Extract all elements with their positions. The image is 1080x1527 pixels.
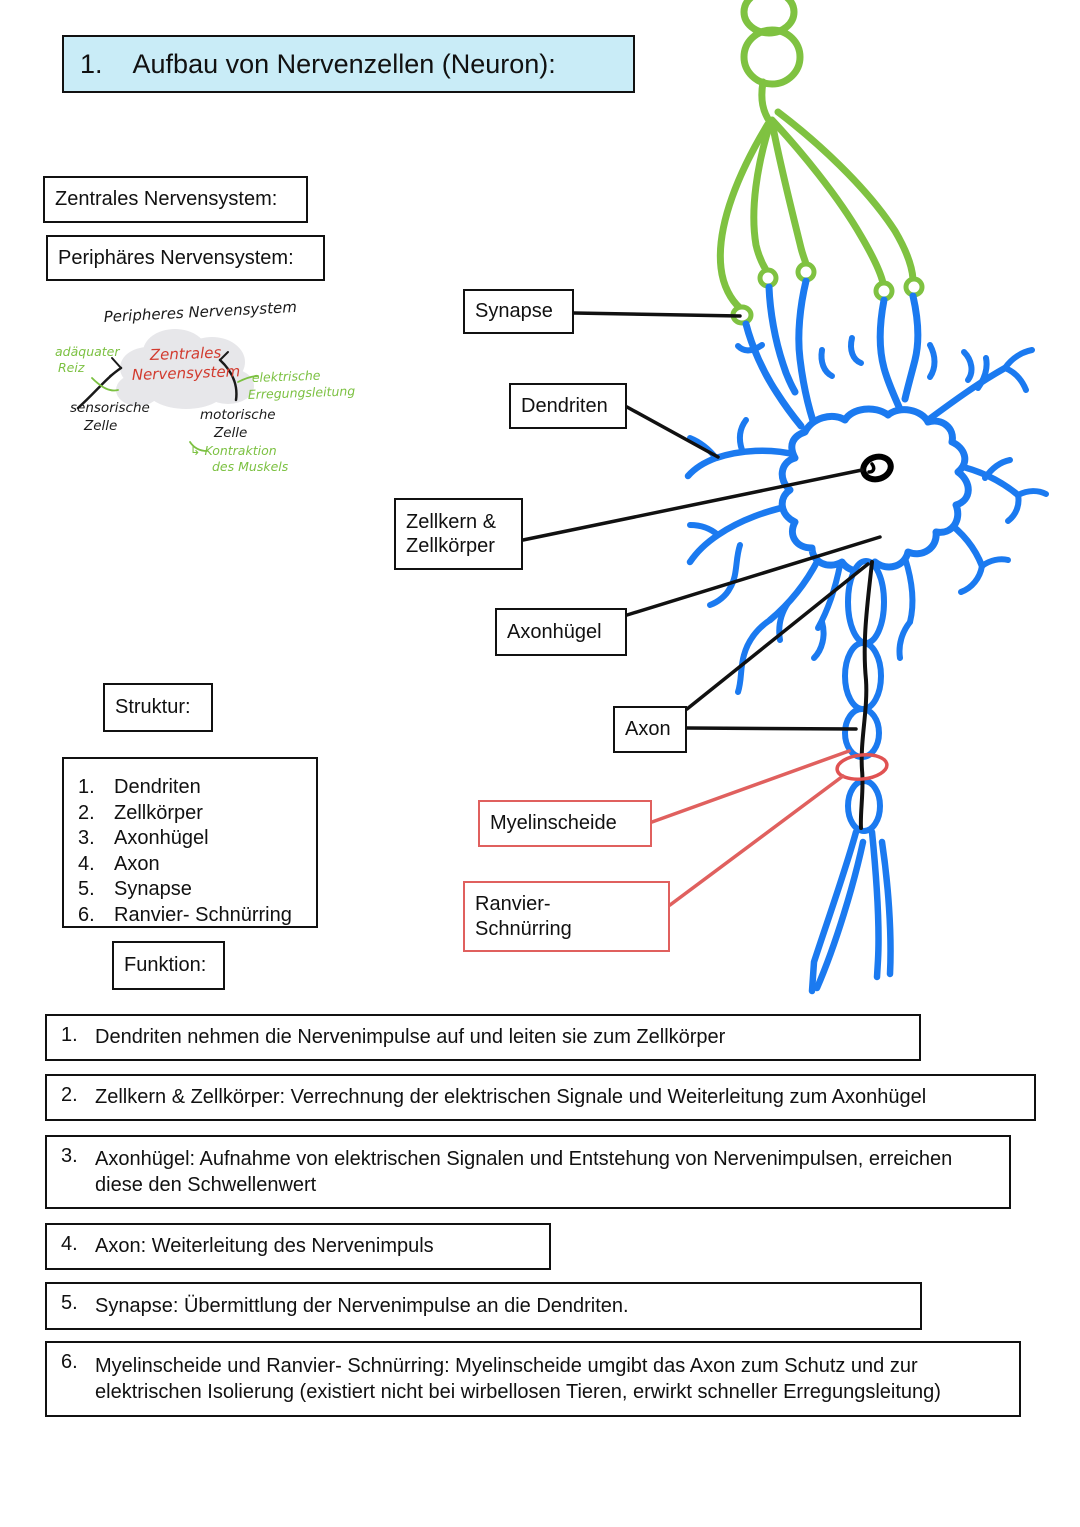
- axon-hillock-label-box: Axonhügel: [495, 608, 627, 656]
- list-item: 3. Axonhügel: [78, 827, 209, 849]
- list-item: 5. Synapse: [78, 878, 192, 900]
- list-item: 1. Dendriten: [78, 776, 201, 798]
- presynaptic-neuron-drawing: [716, 0, 925, 326]
- peripheral-nervous-system-box: Periphäres Nervensystem:: [46, 235, 325, 281]
- synapse-label: Synapse: [475, 300, 553, 323]
- axon-pointer-line-lower: [685, 726, 858, 731]
- list-item: 6. Ranvier- Schnürring: [78, 903, 292, 926]
- sketch-muscle-label-2: des Muskels: [212, 459, 289, 474]
- nucleus-label-box: Zellkern & Zellkörper: [394, 498, 523, 570]
- nucleus-label-line2: Zellkörper: [406, 535, 495, 557]
- nucleus-label-line1: Zellkern &: [406, 510, 497, 533]
- sketch-stimulus-label-2: Reiz: [58, 360, 85, 375]
- function-heading: Funktion:: [124, 954, 207, 977]
- sketch-conduction-label-1: elektrische: [252, 368, 321, 385]
- sketch-peripheral-label: Peripheres Nervensystem: [103, 298, 297, 326]
- ranvier-label-box: Ranvier- Schnürring: [463, 881, 670, 952]
- presynaptic-soma-icon: [740, 26, 804, 88]
- dendrites-pointer-line: [625, 405, 720, 459]
- dendrites-label: Dendriten: [521, 394, 608, 417]
- red-pointer-lines: [650, 749, 851, 907]
- structure-list-box: 1. Dendriten 2. Zellkörper 3. Axonhügel …: [62, 757, 318, 928]
- synaptic-bouton-icon: [903, 276, 925, 298]
- function-heading-box: Funktion:: [112, 941, 225, 990]
- sketch-motor-label-1: motorische: [200, 407, 276, 423]
- function-row-5: 5. Synapse: Übermittlung der Nervenimpul…: [45, 1282, 922, 1330]
- structure-heading: Struktur:: [115, 696, 191, 719]
- sketch-stimulus-label-1: adäquater: [55, 344, 120, 359]
- nucleus-pointer-line: [521, 468, 864, 542]
- handwritten-sketch: Peripheres Nervensystem Zentrales Nerven…: [55, 298, 356, 474]
- dendrites-label-box: Dendriten: [509, 383, 627, 429]
- list-item: 4. Axon: [78, 852, 160, 875]
- page-title-number: 1.: [80, 48, 103, 79]
- synapse-pointer-line: [572, 311, 742, 318]
- page-title: 1. Aufbau von Nervenzellen (Neuron):: [62, 35, 635, 93]
- myelin-label-box: Myelinscheide: [478, 800, 652, 847]
- function-row-3: 3. Axonhügel: Aufnahme von elektrischen …: [45, 1135, 1011, 1209]
- sketch-central-label-2: Nervensystem: [132, 362, 241, 384]
- cns-cloud-icon: [116, 329, 254, 409]
- sketch-conduction-label-2: Erregungsleitung: [248, 383, 356, 402]
- synaptic-bouton-icon: [757, 267, 779, 289]
- ranvier-ellipse-marker: [835, 753, 889, 781]
- function-row-2: 2. Zellkern & Zellkörper: Verrechnung de…: [45, 1074, 1036, 1121]
- axon-line-drawing: [858, 560, 874, 830]
- sketch-sensory-label-1: sensorische: [70, 400, 150, 416]
- axon-label: Axon: [625, 718, 671, 741]
- myelin-label: Myelinscheide: [490, 812, 617, 835]
- function-row-6: 6. Myelinscheide und Ranvier- Schnürring…: [45, 1341, 1021, 1417]
- axon-hillock-pointer-line: [625, 535, 882, 617]
- axon-pointer-line-upper: [685, 562, 870, 711]
- function-row-4: 4. Axon: Weiterleitung des Nervenimpuls: [45, 1223, 551, 1270]
- axon-hillock-label: Axonhügel: [507, 620, 602, 643]
- nucleus-icon: [860, 453, 894, 483]
- central-nervous-system-box: Zentrales Nervensystem:: [43, 176, 308, 223]
- sketch-central-label-1: Zentrales: [149, 344, 222, 365]
- structure-heading-box: Struktur:: [103, 683, 213, 732]
- axon-label-box: Axon: [613, 706, 687, 753]
- sketch-motor-label-2: Zelle: [213, 425, 247, 441]
- page-title-text: Aufbau von Nervenzellen (Neuron):: [132, 48, 556, 79]
- function-row-1: 1. Dendriten nehmen die Nervenimpulse au…: [45, 1014, 921, 1061]
- central-nervous-system-label: Zentrales Nervensystem:: [55, 188, 278, 211]
- ranvier-pointer-line: [668, 774, 845, 907]
- myelin-pointer-line: [650, 749, 851, 824]
- ranvier-label-line1: Ranvier-: [475, 893, 551, 916]
- pointer-lines: [521, 311, 882, 731]
- soma-drawing: [778, 405, 972, 575]
- ranvier-label-line2: Schnürring: [475, 917, 572, 940]
- peripheral-nervous-system-label: Periphäres Nervensystem:: [58, 246, 294, 269]
- list-item: 2. Zellkörper: [78, 801, 203, 824]
- sketch-muscle-label-1: ↳ Kontraktion: [190, 443, 277, 458]
- sketch-green-connectors: [91, 375, 259, 452]
- synapse-label-box: Synapse: [463, 289, 574, 334]
- sketch-sensory-label-2: Zelle: [83, 418, 117, 434]
